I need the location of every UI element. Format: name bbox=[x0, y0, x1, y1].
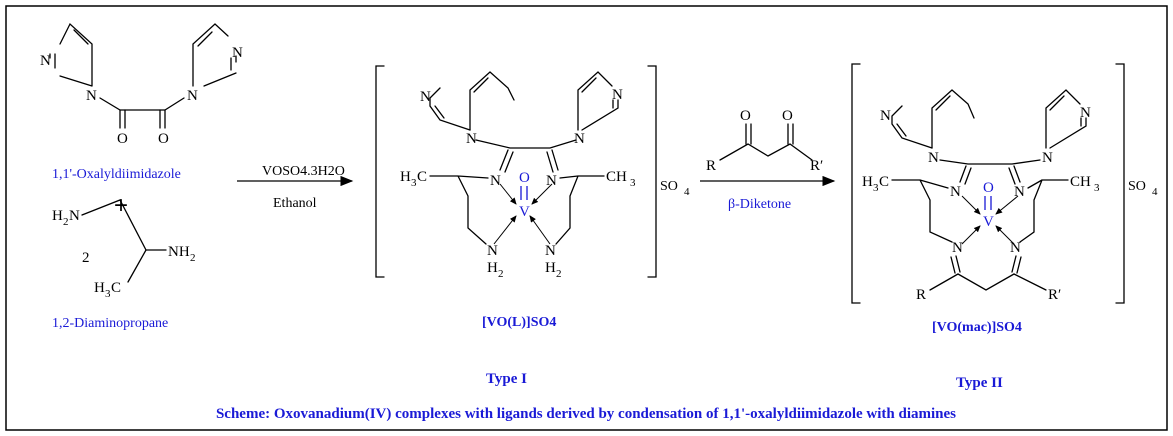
step2-reagent: β-Diketone bbox=[728, 197, 791, 212]
atom-r-prime: R′ bbox=[810, 158, 823, 174]
atom-n: N bbox=[546, 173, 557, 189]
stoichiometry: 2 bbox=[82, 250, 90, 266]
atom-nh: NH bbox=[168, 244, 190, 260]
type1-counter-ion: SO bbox=[660, 179, 678, 194]
atom-sub: 2 bbox=[556, 268, 562, 280]
atom-h: H bbox=[52, 208, 63, 224]
atom-o: O bbox=[158, 131, 169, 147]
atom-n: N bbox=[69, 208, 80, 224]
atom-n: N bbox=[1080, 105, 1091, 121]
type1-counter-ion-sub: 4 bbox=[684, 186, 690, 198]
atom-o: O bbox=[983, 180, 994, 196]
atom-ch: CH bbox=[1070, 174, 1091, 190]
type1-complex-structure: N N N N N N H 3 C CH 3 N H 2 N H 2 O V bbox=[375, 65, 657, 280]
atom-c: C bbox=[417, 169, 427, 185]
atom-n: N bbox=[952, 240, 963, 256]
diaminopropane-structure: H 2 N NH 2 H 3 C 2 bbox=[52, 199, 196, 300]
atom-n: N bbox=[40, 53, 51, 69]
atom-o: O bbox=[117, 131, 128, 147]
atom-n: N bbox=[490, 173, 501, 189]
atom-sub: 3 bbox=[1094, 182, 1100, 194]
type1-formula: [VO(L)]SO4 bbox=[482, 315, 556, 330]
atom-n: N bbox=[86, 88, 97, 104]
atom-c: C bbox=[879, 174, 889, 190]
atom-sub: 2 bbox=[190, 252, 196, 264]
atom-v: V bbox=[983, 214, 994, 230]
atom-r: R bbox=[706, 158, 716, 174]
atom-sub: 3 bbox=[873, 182, 879, 194]
oxalyldiimidazole-structure: N N N N O O bbox=[40, 22, 243, 147]
type2-counter-ion: SO bbox=[1128, 179, 1146, 194]
atom-n: N bbox=[612, 87, 623, 103]
step1-reagent: VOSO4.3H2O bbox=[262, 164, 345, 179]
step1-solvent: Ethanol bbox=[273, 196, 317, 211]
diaminopropane-label: 1,2-Diaminopropane bbox=[52, 316, 168, 331]
atom-n: N bbox=[950, 184, 961, 200]
type2-label: Type II bbox=[956, 375, 1003, 391]
atom-n: N bbox=[880, 108, 891, 124]
atom-sub: 3 bbox=[630, 177, 636, 189]
atom-o: O bbox=[519, 170, 530, 186]
atom-h: H bbox=[94, 280, 105, 296]
atom-n: N bbox=[1010, 240, 1021, 256]
atom-o: O bbox=[740, 108, 751, 124]
oxalyldiimidazole-label: 1,1'-Oxalyldiimidazole bbox=[52, 167, 181, 182]
atom-o: O bbox=[782, 108, 793, 124]
type2-complex-structure: N N N N N N H 3 C CH 3 N N R R′ O V bbox=[851, 63, 1125, 304]
atom-sub: 3 bbox=[105, 288, 111, 300]
atom-sub: 2 bbox=[498, 268, 504, 280]
atom-n: N bbox=[1014, 184, 1025, 200]
atom-n: N bbox=[187, 88, 198, 104]
atom-sub: 3 bbox=[411, 177, 417, 189]
scheme-caption: Scheme: Oxovanadium(IV) complexes with l… bbox=[216, 406, 956, 422]
plus-sign: + bbox=[114, 192, 128, 219]
type1-label: Type I bbox=[486, 371, 527, 387]
atom-r-prime: R′ bbox=[1048, 287, 1061, 303]
atom-n: N bbox=[466, 131, 477, 147]
atom-c: C bbox=[111, 280, 121, 296]
atom-n: N bbox=[232, 45, 243, 61]
scheme-frame bbox=[5, 5, 1168, 431]
atom-n: N bbox=[574, 131, 585, 147]
atom-n: N bbox=[1042, 150, 1053, 166]
atom-ch: CH bbox=[606, 169, 627, 185]
atom-n: N bbox=[928, 150, 939, 166]
atom-h: H bbox=[400, 169, 411, 185]
atom-h: H bbox=[487, 260, 498, 276]
atom-sub: 2 bbox=[63, 216, 69, 228]
type2-formula: [VO(mac)]SO4 bbox=[932, 320, 1022, 335]
atom-v: V bbox=[519, 204, 530, 220]
atom-n: N bbox=[487, 243, 498, 259]
atom-h: H bbox=[862, 174, 873, 190]
beta-diketone-structure: O O R R′ bbox=[706, 108, 823, 174]
atom-n: N bbox=[545, 243, 556, 259]
atom-n: N bbox=[420, 89, 431, 105]
type2-counter-ion-sub: 4 bbox=[1152, 186, 1158, 198]
atom-h: H bbox=[545, 260, 556, 276]
atom-r: R bbox=[916, 287, 926, 303]
